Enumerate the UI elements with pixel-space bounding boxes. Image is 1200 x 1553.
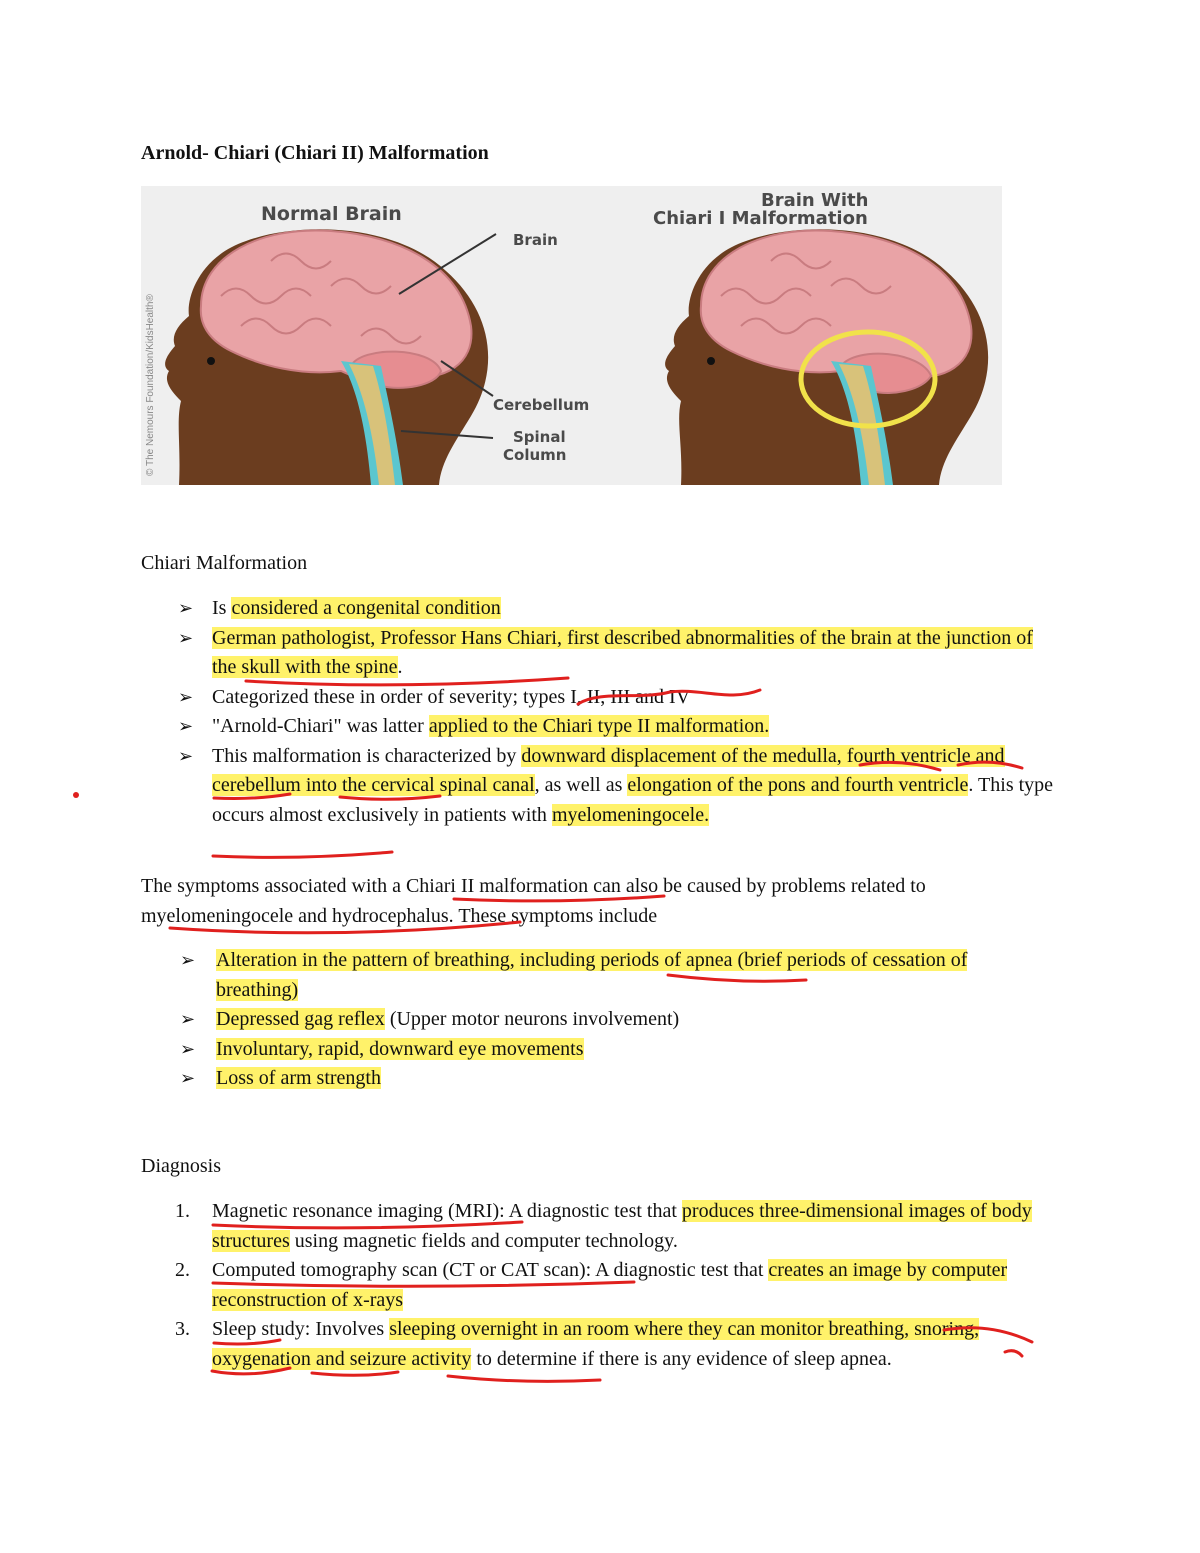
label-brain-with: Brain With xyxy=(761,190,868,211)
list-item: ➢Categorized these in order of severity;… xyxy=(178,683,1058,713)
arrow-bullet-icon: ➢ xyxy=(180,1038,196,1060)
ink-line xyxy=(211,850,394,859)
label-column: Column xyxy=(503,446,566,464)
arrow-bullet-icon: ➢ xyxy=(180,950,196,971)
pointer-brain xyxy=(398,233,497,295)
chiari-highlight-circle xyxy=(798,329,938,429)
brain-folds-right xyxy=(720,252,892,335)
section-heading-diagnosis: Diagnosis xyxy=(141,1155,221,1177)
arrow-bullet-icon: ➢ xyxy=(178,716,194,737)
chiari-brain-head xyxy=(665,229,989,485)
copyright-text: © The Nemours Foundation/KidsHealth® xyxy=(145,294,156,476)
ink-line xyxy=(446,1374,602,1383)
section-heading-chiari: Chiari Malformation xyxy=(141,552,308,574)
arrow-bullet-icon: ➢ xyxy=(178,627,194,649)
brain-diagram-svg: © The Nemours Foundation/KidsHealth® Nor… xyxy=(141,186,1002,485)
label-brain: Brain xyxy=(513,231,558,249)
label-chiari-malformation: Chiari I Malformation xyxy=(653,208,868,229)
label-normal-brain: Normal Brain xyxy=(261,203,402,225)
list-item: ➢Alteration in the pattern of breathing,… xyxy=(180,946,1020,1005)
chiari-illustration: © The Nemours Foundation/KidsHealth® Nor… xyxy=(141,186,1002,485)
arrow-bullet-icon: ➢ xyxy=(178,686,194,708)
arrow-bullet-icon: ➢ xyxy=(180,1009,196,1030)
brain-right xyxy=(699,229,973,383)
normal-brain-head xyxy=(165,229,497,485)
diagnosis-list: 1.Magnetic resonance imaging (MRI): A di… xyxy=(175,1197,1070,1374)
list-item: ➢Involuntary, rapid, downward eye moveme… xyxy=(180,1035,1020,1065)
list-item: ➢German pathologist, Professor Hans Chia… xyxy=(178,624,1058,683)
list-item: ➢This malformation is characterized by d… xyxy=(178,742,1058,831)
label-spinal: Spinal xyxy=(513,428,566,446)
brain-folds-left xyxy=(220,252,422,345)
document-title: Arnold- Chiari (Chiari II) Malformation xyxy=(141,142,489,164)
eye-left xyxy=(207,357,215,365)
chiari-facts-list: ➢Is considered a congenital condition ➢G… xyxy=(178,594,1058,830)
arrow-bullet-icon: ➢ xyxy=(178,598,194,619)
list-item: ➢Loss of arm strength xyxy=(180,1064,1020,1094)
pointer-spine xyxy=(400,430,494,439)
eye-right xyxy=(707,357,715,365)
arrow-bullet-icon: ➢ xyxy=(178,745,194,767)
pointer-cerebellum xyxy=(440,360,494,397)
stray-ink-dot xyxy=(73,792,79,798)
symptoms-list: ➢Alteration in the pattern of breathing,… xyxy=(180,946,1020,1094)
arrow-bullet-icon: ➢ xyxy=(180,1068,196,1089)
label-cerebellum: Cerebellum xyxy=(493,396,589,414)
spine-left xyxy=(349,364,395,485)
list-item: 1.Magnetic resonance imaging (MRI): A di… xyxy=(175,1200,1032,1252)
list-item: ➢Is considered a congenital condition xyxy=(178,594,1058,624)
list-item: 3.Sleep study: Involves sleeping overnig… xyxy=(175,1318,980,1370)
list-item: 2.Computed tomography scan (CT or CAT sc… xyxy=(175,1259,1008,1311)
symptoms-intro: The symptoms associated with a Chiari II… xyxy=(141,875,926,927)
list-item: ➢Depressed gag reflex (Upper motor neuro… xyxy=(180,1005,1020,1035)
list-item: ➢"Arnold-Chiari" was latter applied to t… xyxy=(178,712,1058,742)
